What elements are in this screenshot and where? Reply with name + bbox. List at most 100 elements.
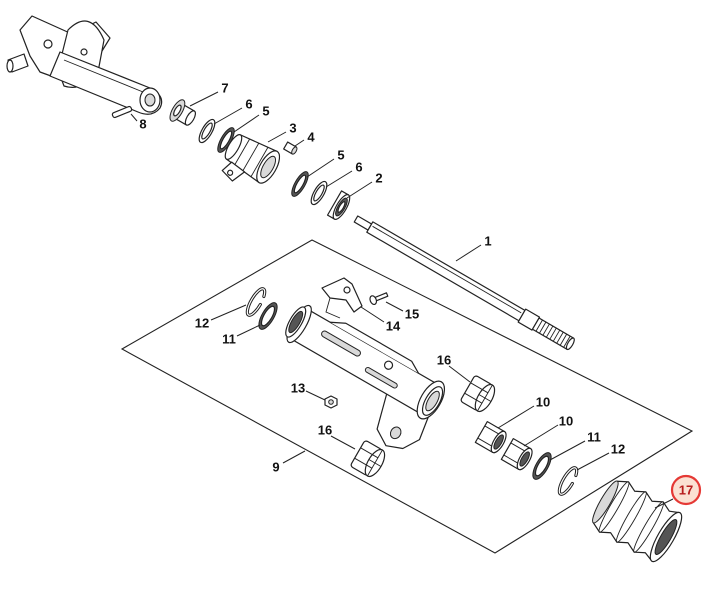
leader-16-upper [448,365,471,383]
arm-hub-bore [144,93,156,107]
ring [310,180,328,206]
mounting-bracket-fold [325,297,341,319]
leader-lines [130,91,674,509]
hex-nut [324,395,338,409]
gear-housing-rear [224,134,243,160]
callout-6-lower: 6 [355,160,362,175]
ring-inner [313,184,325,202]
leader-17 [654,498,674,509]
seal-ring-inner [219,130,233,150]
circlip [557,466,579,496]
leader-8 [130,113,138,122]
rubber-damper-cross [367,449,383,477]
callout-12-left: 12 [195,316,209,331]
bushing-bore [173,104,182,117]
washer-ring-inner [260,305,276,327]
leader-6-lower [325,170,353,188]
leader-7 [189,91,219,107]
ball-bearing-bore [337,201,346,213]
leader-9 [282,450,306,464]
ring [198,118,216,144]
washer-ring [532,452,552,480]
leader-12-left [210,304,247,321]
drive-shaft-highlight [372,225,522,314]
callout-7: 7 [221,81,228,96]
mounting-bracket-hole [343,286,351,294]
leader-13 [305,390,326,401]
callout-14: 14 [386,319,401,334]
pin-body [111,105,133,119]
callout-11-right: 11 [587,430,601,445]
rubber-damper [350,440,386,478]
leader-4 [294,139,305,147]
callout-11-left: 11 [222,332,236,347]
screw-head [369,295,378,306]
callout-5-upper: 5 [262,104,269,119]
callout-13: 13 [291,381,305,396]
shaft-housing-fork-hole [389,426,402,440]
rubber-bellows [592,480,683,563]
callout-labels: 1 2 3 4 5 5 6 6 7 8 9 10 10 11 11 12 12 … [139,81,625,475]
highlight-circle [670,474,702,506]
pin [111,105,133,119]
drive-shaft [353,215,575,351]
callout-15: 15 [405,307,419,322]
shaft-housing [285,304,446,450]
shaft-housing-slot [321,330,361,357]
circlip-ring-inner [558,467,578,495]
seal-ring-inner [293,174,307,194]
callout-9: 9 [272,460,279,475]
callout-10-lower: 10 [559,414,573,429]
leader-16-lower [330,435,356,450]
ring-inner [201,122,213,140]
leader-1 [455,244,482,262]
rubber-damper [460,375,496,413]
flanged-bushing [169,99,197,126]
gear-housing [221,134,281,184]
leader-12-right [576,452,610,471]
rubber-damper-lobes [464,382,489,404]
leader-3 [267,131,287,143]
shaft-housing-top-rib [330,321,420,374]
callout-3: 3 [289,121,296,136]
gear-housing-bore [260,155,277,179]
rubber-bellows-fold [615,491,647,543]
callout-17: 17 [679,483,693,498]
needle-bearing [500,438,533,471]
small-sleeve-end [291,146,298,155]
callout-2: 2 [375,171,382,186]
bushing-end [184,110,197,126]
needle-bearing-bore [519,451,530,467]
rubber-bellows-opening [654,519,678,555]
rubber-damper-cross [477,384,493,412]
leader-10-lower [523,424,559,447]
seal-ring [291,171,309,197]
mounting-bracket [321,277,363,319]
washer-ring-inner [534,455,550,477]
assembly-frame [120,239,694,554]
arm-bolt [80,48,88,56]
screw [369,292,389,306]
callout-8: 8 [139,117,146,132]
shaft-housing-slot [364,367,398,389]
ball-bearing [326,190,351,220]
seal-ring [217,127,235,153]
arm-stub-end [6,59,14,73]
rubber-bellows-fold [598,481,630,533]
leader-2 [346,181,373,199]
leader-5-upper [233,114,260,133]
leader-15 [385,301,404,312]
gear-housing-lug-hole [227,169,234,176]
small-sleeve [283,141,298,155]
mounting-bracket-plate [321,277,363,313]
leader-11-left [236,324,261,337]
washer-ring [258,302,278,330]
rubber-bellows-rear [592,480,619,524]
leader-14 [360,306,385,323]
circlip-ring-inner [246,288,266,316]
leader-11-right [549,440,586,461]
drive-arm-assembly [6,15,163,115]
leader-5-lower [306,158,335,178]
drive-shaft-end [565,337,575,351]
